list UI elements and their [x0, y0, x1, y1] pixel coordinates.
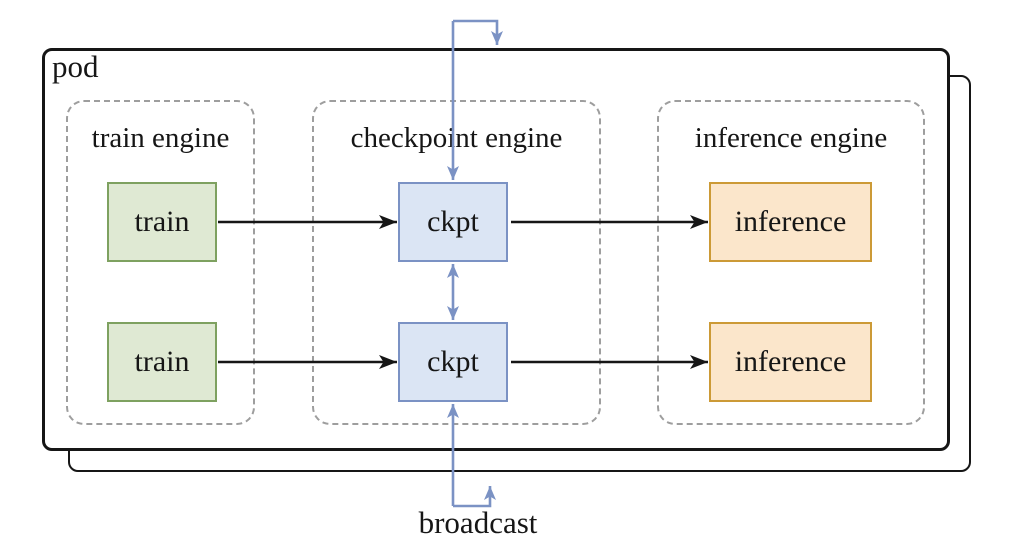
- inference-engine-title: inference engine: [694, 122, 888, 154]
- pod-label: pod: [52, 49, 99, 84]
- inference-node-1: inference: [709, 182, 872, 262]
- checkpoint-engine-container: checkpoint engine: [312, 100, 601, 425]
- inference-node-2: inference: [709, 322, 872, 402]
- arrow-broadcast-bottom-hook: [453, 486, 496, 508]
- ckpt-node-1: ckpt: [398, 182, 508, 262]
- arrow-broadcast-top-hook: [453, 19, 503, 45]
- ckpt-node-2: ckpt: [398, 322, 508, 402]
- train-engine-container: train engine: [66, 100, 255, 425]
- train-node-2: train: [107, 322, 217, 402]
- train-node-1: train: [107, 182, 217, 262]
- broadcast-label: broadcast: [418, 505, 538, 540]
- inference-engine-container: inference engine: [657, 100, 925, 425]
- checkpoint-engine-title: checkpoint engine: [350, 122, 563, 154]
- train-engine-title: train engine: [91, 122, 230, 154]
